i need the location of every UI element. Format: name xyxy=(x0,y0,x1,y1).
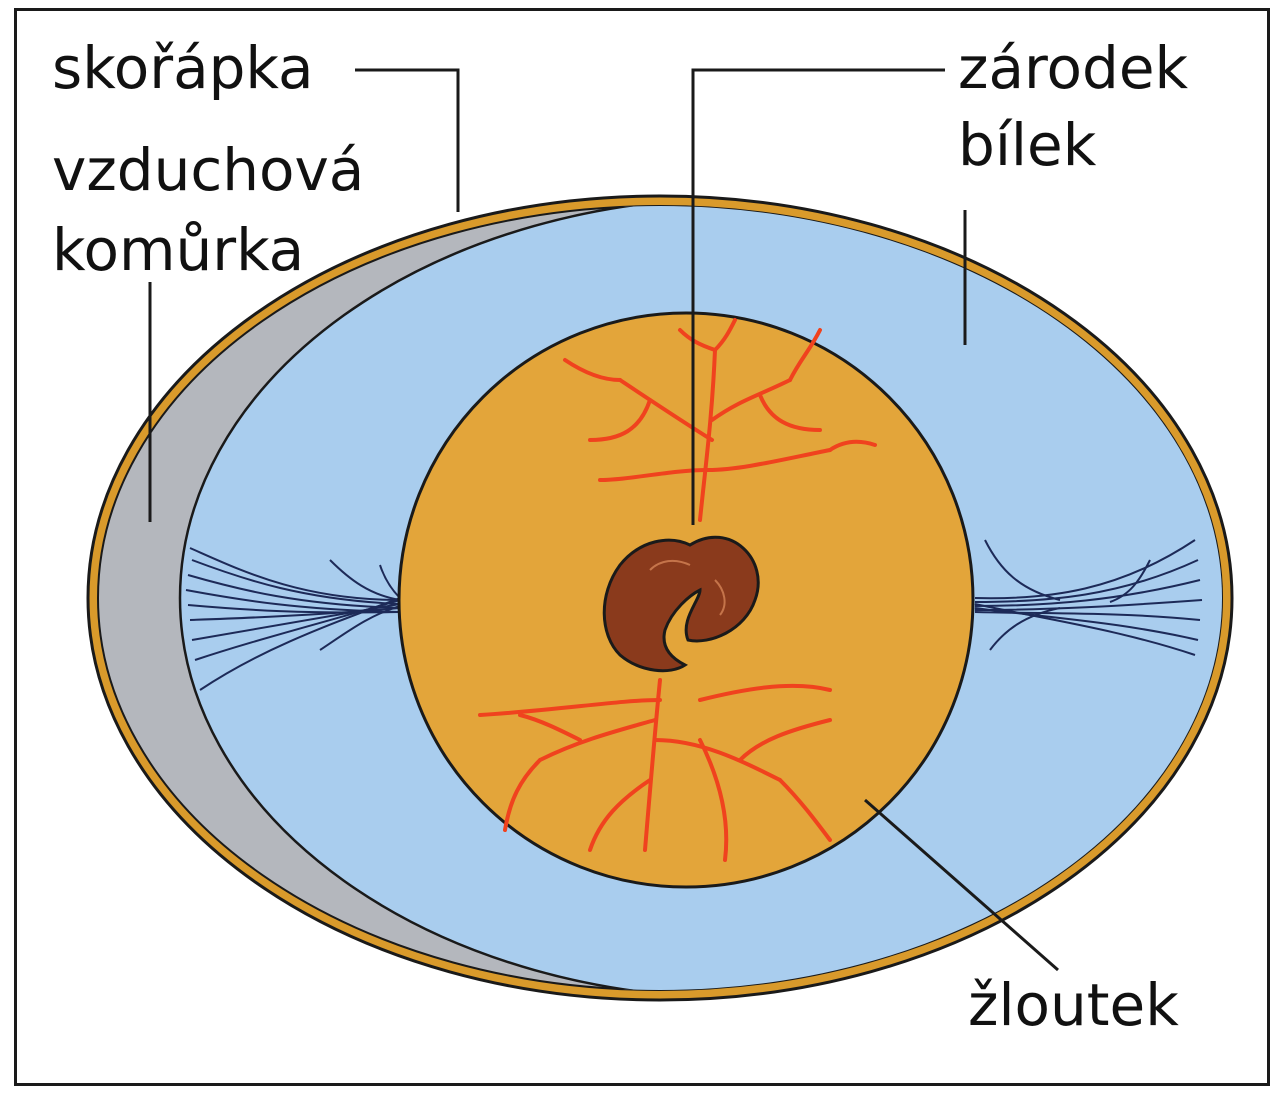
label-albumen: bílek xyxy=(958,111,1097,179)
label-air-cell-line2: komůrka xyxy=(52,216,304,284)
label-yolk: žloutek xyxy=(968,971,1179,1039)
label-embryo: zárodek xyxy=(958,34,1189,102)
shell-leader xyxy=(355,70,458,212)
label-air-cell-line1: vzduchová xyxy=(52,136,364,204)
label-shell: skořápka xyxy=(52,34,314,102)
